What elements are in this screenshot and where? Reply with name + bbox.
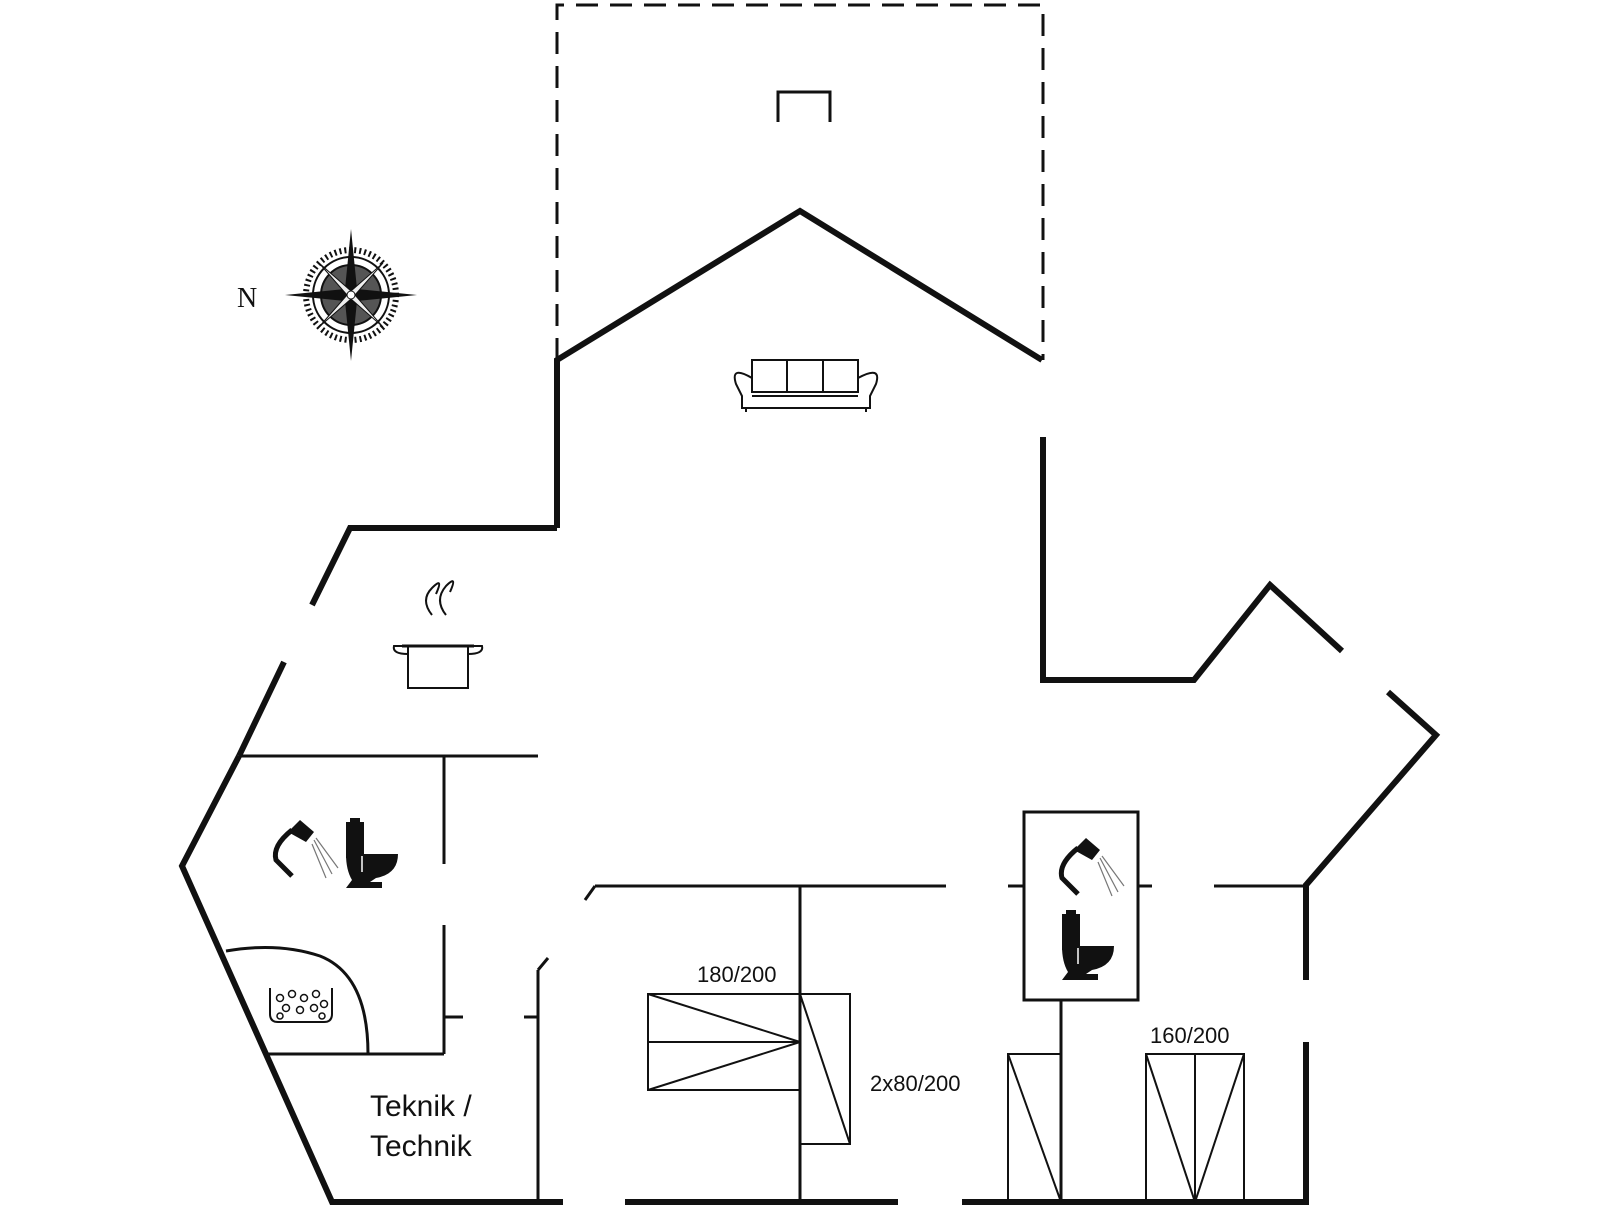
exterior-walls [178,207,1441,1205]
room-label-technik: Technik [370,1130,473,1163]
double-bed [647,993,801,1091]
single-bed [1007,1053,1062,1203]
bed-size-label: 2x80/200 [870,1071,961,1096]
shower-icon [1058,838,1125,897]
bed-size-label: 160/200 [1150,1023,1230,1048]
bed-size-label: 180/200 [697,962,777,987]
toilet-icon [346,818,398,888]
toilet-icon [1062,910,1114,980]
terrace-outline [555,3,1045,360]
cooking-pot-icon [392,580,484,689]
sofa-icon [733,359,879,412]
whirlpool-area [225,945,370,1055]
room-label-technik: Teknik / [370,1090,472,1123]
twin-bed [799,993,851,1145]
interior-walls [239,754,1306,1202]
north-label: N [237,283,257,314]
chimney-icon [776,90,832,122]
shower-icon [272,820,339,879]
whirlpool-icon [269,988,333,1023]
double-bed [1145,1053,1245,1203]
compass-rose-icon [285,229,417,361]
